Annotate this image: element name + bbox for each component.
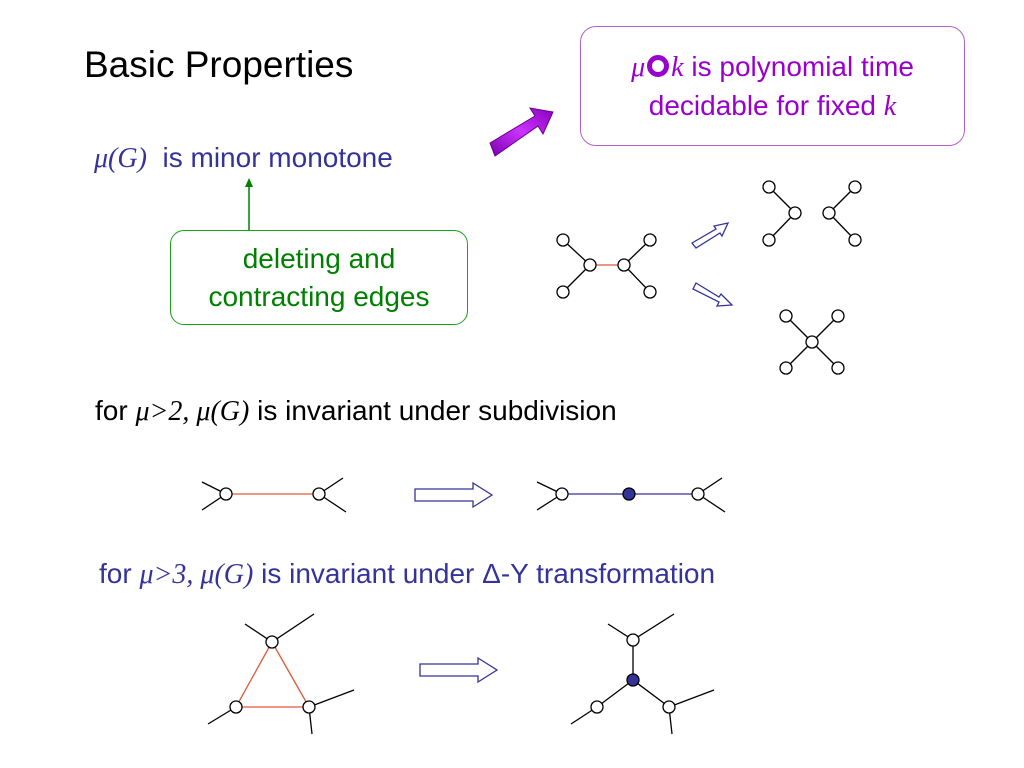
subdivision-statement: for μ>2, μ(G) is invariant under subdivi… [95, 395, 617, 428]
page-title: Basic Properties [84, 44, 354, 85]
delta-y-condition: μ>3, μ(G) [139, 559, 254, 590]
operations-line-2: contracting edges [208, 281, 430, 312]
operations-callout: deleting and contracting edges [170, 230, 468, 325]
subdivision-for: for [95, 395, 128, 426]
delta-y-statement: for μ>3, μ(G) is invariant under Δ-Y tra… [99, 558, 715, 591]
delta-y-arrow-icon [419, 656, 499, 684]
polynomial-text-1: is polynomial time [691, 51, 914, 82]
k-symbol-2: k [883, 91, 897, 122]
purple-arrow-icon [489, 107, 554, 157]
graph-edge-before-subdivision [201, 477, 347, 513]
graph-deleted-edge [762, 180, 862, 247]
delta-y-text: is invariant under Δ-Y transformation [261, 558, 716, 589]
graph-contracted-edge [779, 309, 845, 375]
graph-delta-triangle [207, 613, 355, 735]
delta-y-for: for [99, 558, 132, 589]
minor-monotone-text: is minor monotone [162, 142, 393, 173]
hollow-arrow-up-icon [691, 222, 730, 249]
hollow-arrow-down-icon [692, 282, 734, 307]
minor-monotone-statement: μ(G) is minor monotone [94, 142, 393, 175]
composition-ring-icon [647, 55, 670, 77]
polynomial-line-2: decidable for fixed k [581, 87, 964, 126]
green-up-arrow [245, 178, 253, 230]
graph-edge-after-subdivision [536, 477, 726, 513]
k-symbol: k [671, 52, 684, 83]
polynomial-text-2: decidable for fixed [648, 90, 877, 121]
subdivision-condition: μ>2, μ(G) [135, 396, 250, 427]
mu-g-symbol: μ(G) [94, 143, 147, 174]
subdivision-arrow-icon [414, 481, 494, 509]
subdivision-text: is invariant under subdivision [257, 395, 617, 426]
graph-y-star [570, 613, 715, 735]
operations-line-1: deleting and [242, 243, 396, 274]
mu-symbol: μ [631, 52, 646, 83]
graph-h-original [556, 233, 657, 299]
